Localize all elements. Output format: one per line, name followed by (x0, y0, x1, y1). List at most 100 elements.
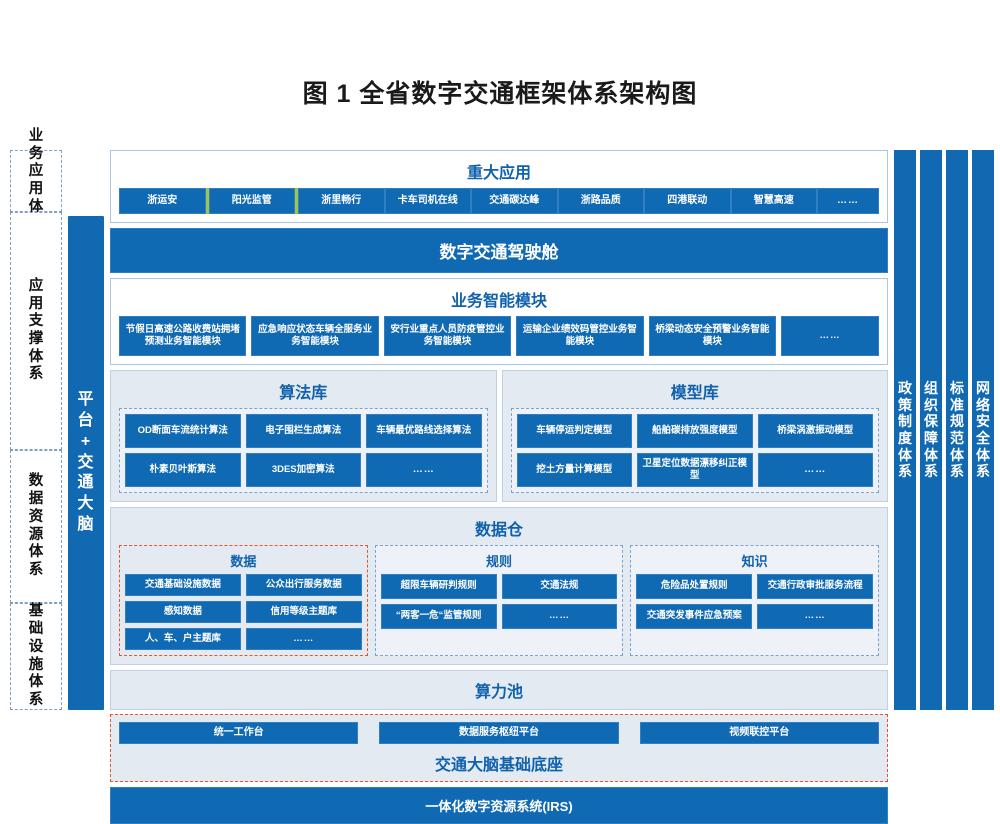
data-warehouse-panel: 数据仓 数据 交通基础设施数据 公众出行服务数据 感知数据 信用等级主题库 人、… (110, 507, 888, 665)
system-bar-standards: 标准规范体系 (946, 150, 968, 710)
model-row-1: 车辆停运判定模型 船舶碳排放强度模型 桥梁涡激振动模型 (516, 414, 873, 448)
major-applications-row: 浙运安 阳光监管 浙里畅行 卡车司机在线 交通碳达峰 浙路品质 四港联动 智慧高… (119, 188, 879, 214)
system-bar-organization: 组织保障体系 (920, 150, 942, 710)
algo-box-3des-encryption[interactable]: 3DES加密算法 (245, 453, 361, 487)
tier-label-infrastructure: 基础设施体系 (10, 603, 62, 710)
business-modules-panel: 业务智能模块 节假日高速公路收费站拥堵预测业务智能模块 应急响应状态车辆全服务业… (110, 278, 888, 365)
app-box-zheli-smooth-travel[interactable]: 浙里畅行 (298, 188, 385, 214)
warehouse-data-row-3: 人、车、户主题库 …… (125, 628, 362, 650)
warehouse-knowledge-heading: 知识 (741, 554, 768, 569)
system-bar-label: 标准规范体系 (950, 380, 964, 480)
business-modules-row: 节假日高速公路收费站拥堵预测业务智能模块 应急响应状态车辆全服务业务智能模块 安… (119, 316, 880, 356)
algorithm-library-panel: 算法库 OD断面车流统计算法 电子围栏生成算法 车辆最优路线选择算法 朴素贝叶斯… (110, 370, 497, 502)
data-warehouse-columns: 数据 交通基础设施数据 公众出行服务数据 感知数据 信用等级主题库 人、车、户主… (119, 545, 880, 656)
rule-box-more[interactable]: …… (501, 604, 618, 629)
system-bar-label: 网络安全体系 (976, 380, 990, 480)
tier-label-business-application: 业务应用体系 (10, 128, 62, 232)
algo-box-geofence-generation[interactable]: 电子围栏生成算法 (245, 414, 361, 448)
algo-box-optimal-route-selection[interactable]: 车辆最优路线选择算法 (366, 414, 482, 448)
app-separator (295, 188, 298, 214)
warehouse-column-knowledge: 知识 危险品处置规则 交通行政审批服务流程 交通突发事件应急预案 …… (630, 545, 880, 656)
module-box-key-personnel-epidemic-control[interactable]: 安行业重点人员防疫管控业务智能模块 (383, 316, 512, 356)
data-box-more[interactable]: …… (245, 628, 362, 650)
warehouse-knowledge-row-2: 交通突发事件应急预案 …… (636, 604, 874, 629)
data-box-sensing-data[interactable]: 感知数据 (125, 601, 241, 623)
page-title: 图 1 全省数字交通框架体系架构图 (302, 80, 698, 108)
tier-label-text: 基础设施体系 (28, 603, 44, 708)
system-bar-network-security: 网络安全体系 (972, 150, 994, 710)
model-box-gnss-drift-correction[interactable]: 卫星定位数据漂移纠正模型 (637, 453, 753, 487)
model-library-dashed-group: 车辆停运判定模型 船舶碳排放强度模型 桥梁涡激振动模型 挖土方量计算模型 卫星定… (510, 408, 879, 493)
data-box-public-travel-service[interactable]: 公众出行服务数据 (245, 574, 362, 596)
major-applications-panel: 重大应用 浙运安 阳光监管 浙里畅行 卡车司机在线 交通碳达峰 浙路品质 四港联… (110, 150, 888, 223)
knowledge-box-emergency-plan[interactable]: 交通突发事件应急预案 (636, 604, 753, 629)
data-box-transport-infrastructure[interactable]: 交通基础设施数据 (125, 574, 241, 596)
transport-brain-foundation-panel: 统一工作台 数据服务枢纽平台 视频联控平台 交通大脑基础底座 (110, 714, 888, 782)
warehouse-column-rules: 规则 超限车辆研判规则 交通法规 “两客一危“监管规则 …… (374, 545, 624, 656)
system-bar-policy: 政策制度体系 (894, 150, 916, 710)
knowledge-box-hazardous-goods-disposal[interactable]: 危险品处置规则 (636, 574, 753, 599)
architecture-diagram-page: 图 1 全省数字交通框架体系架构图 业务应用体系 应用支撑体系 数据资源体系 基… (10, 80, 994, 824)
system-bar-label: 政策制度体系 (898, 380, 912, 480)
algo-box-od-section-traffic[interactable]: OD断面车流统计算法 (125, 414, 241, 448)
tier-label-text: 数据资源体系 (28, 473, 44, 578)
app-box-truck-driver-online[interactable]: 卡车司机在线 (384, 188, 471, 214)
tier-label-application-support: 应用支撑体系 (10, 212, 62, 450)
algo-box-more[interactable]: …… (366, 453, 482, 487)
model-row-2: 挖土方量计算模型 卫星定位数据漂移纠正模型 …… (516, 453, 873, 487)
app-box-more[interactable]: …… (817, 188, 879, 214)
model-library-heading: 模型库 (670, 385, 719, 402)
algorithm-row-2: 朴素贝叶斯算法 3DES加密算法 …… (125, 453, 482, 487)
app-box-smart-highway[interactable]: 智慧高速 (730, 188, 817, 214)
model-box-vehicle-suspension-decision[interactable]: 车辆停运判定模型 (516, 414, 632, 448)
tier-label-text: 应用支撑体系 (28, 277, 44, 383)
platform-brain-bar: 平台 + 交通大脑 (68, 216, 104, 710)
foundation-box-video-control-platform[interactable]: 视频联控平台 (639, 722, 879, 744)
module-box-enterprise-performance-code[interactable]: 运输企业绩效码管控业务智能模块 (516, 316, 644, 356)
model-box-earthwork-volume[interactable]: 挖土方量计算模型 (516, 453, 632, 487)
app-box-zheyunan[interactable]: 浙运安 (119, 188, 206, 214)
module-box-bridge-safety-warning[interactable]: 桥梁动态安全预警业务智能模块 (648, 316, 777, 356)
model-box-more[interactable]: …… (757, 453, 873, 487)
platform-brain-label: 平台 + 交通大脑 (77, 391, 95, 533)
data-box-person-vehicle-household[interactable]: 人、车、户主题库 (125, 628, 241, 650)
algorithm-library-heading: 算法库 (279, 385, 328, 402)
rule-box-traffic-regulations[interactable]: 交通法规 (501, 574, 618, 599)
knowledge-box-administrative-approval-process[interactable]: 交通行政审批服务流程 (757, 574, 874, 599)
app-box-sunshine-supervision[interactable]: 阳光监管 (208, 188, 295, 214)
irs-bar[interactable]: 一体化数字资源系统(IRS) (110, 787, 888, 824)
warehouse-rules-row-2: “两客一危“监管规则 …… (380, 604, 618, 629)
algorithm-library-dashed-group: OD断面车流统计算法 电子围栏生成算法 车辆最优路线选择算法 朴素贝叶斯算法 3… (119, 408, 488, 493)
module-box-more[interactable]: …… (781, 316, 880, 356)
algo-box-naive-bayes[interactable]: 朴素贝叶斯算法 (125, 453, 241, 487)
foundation-box-data-service-hub[interactable]: 数据服务枢纽平台 (379, 722, 619, 744)
data-box-credit-rating-subject[interactable]: 信用等级主题库 (245, 601, 362, 623)
warehouse-rules-row-1: 超限车辆研判规则 交通法规 (380, 574, 618, 599)
tier-label-column: 业务应用体系 应用支撑体系 数据资源体系 基础设施体系 (10, 128, 62, 710)
app-box-four-port-linkage[interactable]: 四港联动 (644, 188, 731, 214)
foundation-box-unified-workbench[interactable]: 统一工作台 (119, 722, 359, 744)
digital-transport-cockpit-bar[interactable]: 数字交通驾驶舱 (110, 228, 888, 273)
support-systems-column: 政策制度体系 组织保障体系 标准规范体系 网络安全体系 (894, 150, 994, 710)
system-bar-label: 组织保障体系 (924, 380, 938, 480)
warehouse-data-heading: 数据 (230, 554, 257, 569)
rule-box-two-passenger-one-danger[interactable]: “两客一危“监管规则 (380, 604, 497, 629)
module-box-emergency-vehicle-service[interactable]: 应急响应状态车辆全服务业务智能模块 (251, 316, 379, 356)
knowledge-box-more[interactable]: …… (757, 604, 874, 629)
module-box-holiday-toll-congestion[interactable]: 节假日高速公路收费站拥堵预测业务智能模块 (119, 316, 247, 356)
warehouse-data-row-1: 交通基础设施数据 公众出行服务数据 (125, 574, 362, 596)
app-box-transport-carbon-peak[interactable]: 交通碳达峰 (471, 188, 558, 214)
major-applications-heading: 重大应用 (466, 165, 531, 182)
data-warehouse-heading: 数据仓 (474, 522, 523, 539)
compute-pool-bar: 算力池 (110, 670, 888, 710)
app-box-road-quality[interactable]: 浙路品质 (557, 188, 644, 214)
tier-label-data-resource: 数据资源体系 (10, 450, 62, 603)
algorithm-row-1: OD断面车流统计算法 电子围栏生成算法 车辆最优路线选择算法 (125, 414, 482, 448)
warehouse-column-data: 数据 交通基础设施数据 公众出行服务数据 感知数据 信用等级主题库 人、车、户主… (119, 545, 368, 656)
rule-box-overload-vehicle-judgement[interactable]: 超限车辆研判规则 (380, 574, 497, 599)
library-row: 算法库 OD断面车流统计算法 电子围栏生成算法 车辆最优路线选择算法 朴素贝叶斯… (110, 370, 888, 502)
model-box-ship-carbon-emission[interactable]: 船舶碳排放强度模型 (637, 414, 753, 448)
foundation-title: 交通大脑基础底座 (434, 757, 563, 774)
model-box-bridge-vortex-vibration[interactable]: 桥梁涡激振动模型 (757, 414, 873, 448)
warehouse-data-row-2: 感知数据 信用等级主题库 (125, 601, 362, 623)
